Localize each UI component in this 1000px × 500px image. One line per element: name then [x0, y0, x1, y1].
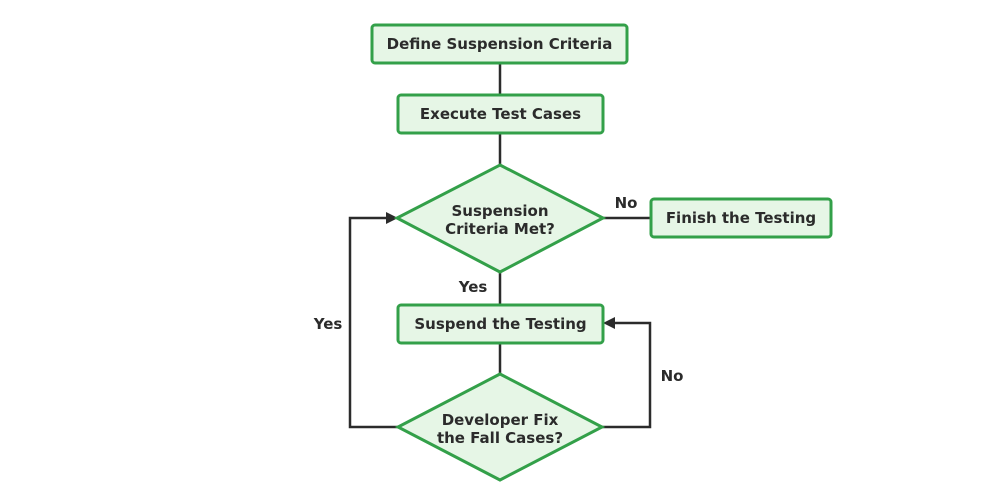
connector-developer-yes-loop — [348, 216, 398, 429]
decision-criteria-met-line1: Suspension — [451, 202, 548, 220]
node-suspend-testing-label: Suspend the Testing — [414, 315, 586, 333]
edge-label-developer-no: No — [661, 367, 684, 385]
connector-developer-no-loop — [602, 321, 652, 429]
node-define-criteria: Define Suspension Criteria — [370, 23, 629, 65]
node-finish-testing: Finish the Testing — [649, 197, 833, 239]
decision-developer-fix-line2: the Fall Cases? — [437, 429, 563, 447]
decision-criteria-met-line2: Criteria Met? — [445, 220, 555, 238]
node-execute-tests: Execute Test Cases — [396, 93, 605, 135]
edge-label-criteria-no: No — [615, 194, 638, 212]
arrowhead-into-criteria — [386, 212, 398, 224]
edge-label-criteria-yes: Yes — [458, 278, 488, 296]
edge-label-developer-yes: Yes — [313, 315, 343, 333]
decision-developer-fix: Developer Fix the Fall Cases? — [394, 372, 606, 482]
decision-criteria-met: Suspension Criteria Met? — [393, 163, 607, 274]
node-define-criteria-label: Define Suspension Criteria — [387, 35, 613, 53]
node-suspend-testing: Suspend the Testing — [396, 303, 605, 345]
node-finish-testing-label: Finish the Testing — [666, 209, 816, 227]
arrowhead-into-suspend — [603, 317, 615, 329]
decision-developer-fix-line1: Developer Fix — [442, 411, 559, 429]
node-execute-tests-label: Execute Test Cases — [420, 105, 581, 123]
